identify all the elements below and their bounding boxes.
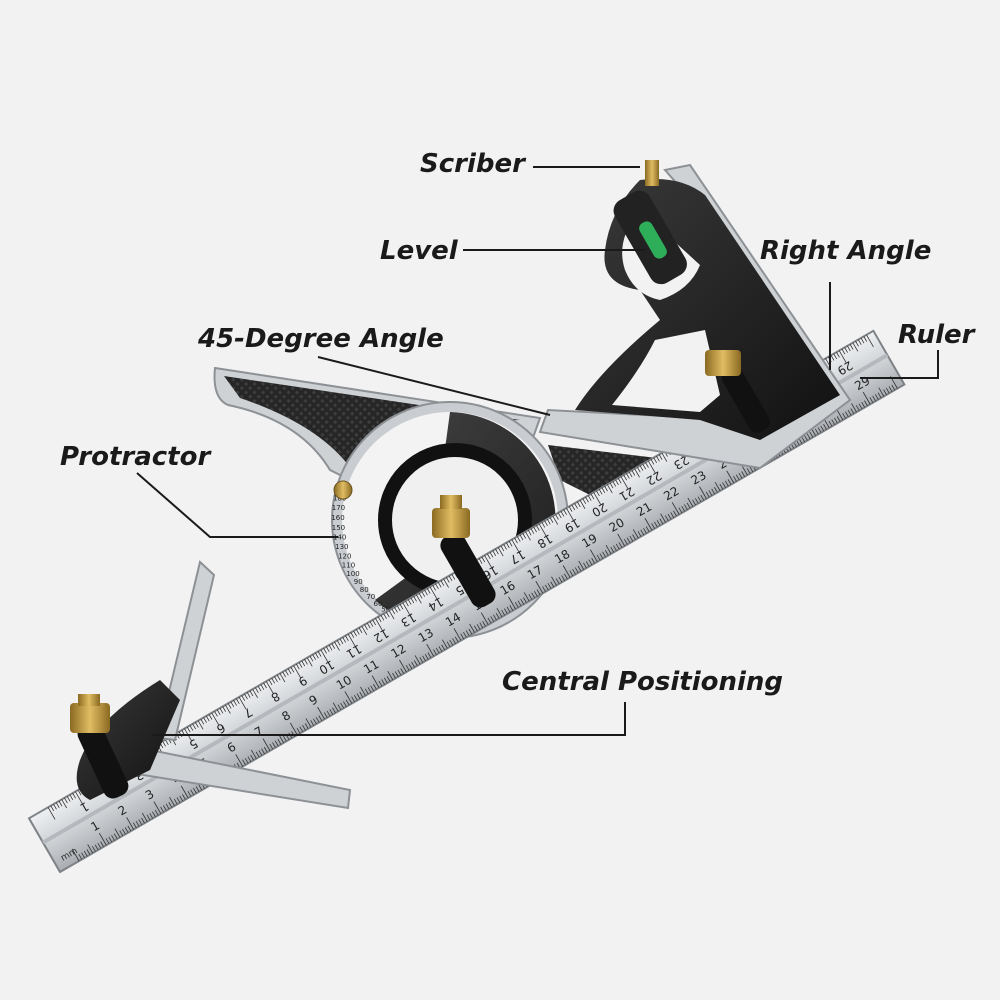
ruler-number-upper: 14 xyxy=(426,594,446,614)
center-head xyxy=(70,560,352,810)
protractor-scale-number: 60 xyxy=(374,600,383,608)
level-label: Level xyxy=(380,236,458,266)
ruler-number-lower: 17 xyxy=(525,562,545,582)
ruler-number-upper: 23 xyxy=(671,453,691,473)
ruler-number-upper: 29 xyxy=(835,358,855,378)
ruler-number-upper: 13 xyxy=(398,610,418,630)
ruler-number-lower: 13 xyxy=(416,625,436,645)
protractor-scale-number: 140 xyxy=(333,533,346,541)
right-angle-head xyxy=(538,160,852,470)
ruler-number-upper: 11 xyxy=(344,642,364,662)
level-vial xyxy=(639,221,667,259)
central-positioning-leader xyxy=(152,702,626,736)
center-head-lock-nut xyxy=(70,703,110,733)
right-head-lock-nut xyxy=(705,350,741,376)
scriber-tip xyxy=(645,160,659,186)
protractor-scale-number: 110 xyxy=(342,561,355,569)
protractor-scale-number: 120 xyxy=(338,552,351,560)
protractor-leader xyxy=(136,472,338,538)
forty-five-leader xyxy=(317,356,551,416)
ruler-number-lower: 16 xyxy=(498,578,518,598)
forty-five-degree-label: 45-Degree Angle xyxy=(198,324,444,354)
ruler-number-upper: 19 xyxy=(562,516,582,536)
ruler-number-upper: 21 xyxy=(617,484,637,504)
protractor-center-bolt xyxy=(432,495,496,608)
ruler-number-upper: 10 xyxy=(317,657,337,677)
ruler-label: Ruler xyxy=(898,320,975,350)
protractor-scale-number: 100 xyxy=(346,570,359,578)
protractor-scale-number: 170 xyxy=(332,504,345,512)
ruler-number-upper: 20 xyxy=(589,500,609,520)
ruler-number-lower: 23 xyxy=(689,468,709,488)
protractor-scale-number: 160 xyxy=(331,514,344,522)
protractor-scale-number: 70 xyxy=(366,593,375,601)
ruler-number-lower: 20 xyxy=(607,515,627,535)
ruler-number-upper: 22 xyxy=(644,468,664,488)
ruler-number-upper: 17 xyxy=(508,547,528,567)
ruler-leader xyxy=(860,350,939,379)
ruler-number-lower: 11 xyxy=(361,657,381,677)
right-angle-label: Right Angle xyxy=(760,236,932,266)
protractor-label: Protractor xyxy=(60,442,211,472)
steel-ruler: 1234567891011121314151617181920212223242… xyxy=(27,329,906,874)
ruler-number-lower: 10 xyxy=(334,673,354,693)
protractor-scale-number: 150 xyxy=(332,524,345,532)
ruler-number-lower: 14 xyxy=(443,610,463,630)
protractor-scale-number: 50 xyxy=(381,606,390,614)
callout-leaders xyxy=(136,166,939,736)
ruler-number-upper: 18 xyxy=(535,531,555,551)
ruler-number-lower: 18 xyxy=(552,547,572,567)
protractor-scale-number: 90 xyxy=(354,578,363,586)
ruler-number-lower: 19 xyxy=(579,531,599,551)
ruler-number-lower: 22 xyxy=(661,484,681,504)
scriber-label: Scriber xyxy=(420,149,525,179)
central-positioning-label: Central Positioning xyxy=(502,667,784,697)
ruler-number-upper: 12 xyxy=(371,626,391,646)
protractor-scale-number: 130 xyxy=(335,543,348,551)
ruler-number-lower: 21 xyxy=(634,499,654,519)
protractor-lock-pin xyxy=(333,480,353,500)
ruler-number-lower: 12 xyxy=(388,641,408,661)
protractor-scale-number: 80 xyxy=(360,586,369,594)
